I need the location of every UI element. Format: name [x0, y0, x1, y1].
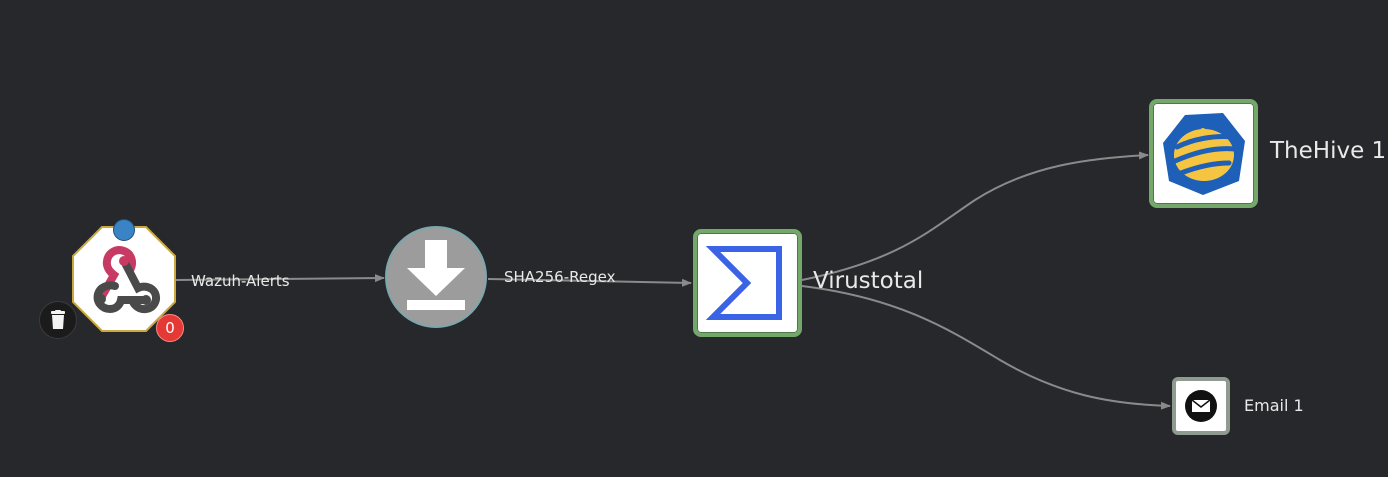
download-icon [407, 240, 465, 310]
edge-virustotal-to-thehive[interactable] [801, 151, 1149, 281]
sigma-icon [705, 246, 782, 320]
email-label: Email 1 [1244, 396, 1304, 415]
thehive-icon [1163, 113, 1245, 195]
thehive-label: TheHive 1 [1270, 138, 1387, 164]
trash-icon [51, 310, 65, 329]
webhook-trigger-node[interactable] [72, 226, 176, 332]
status-indicator [113, 219, 135, 241]
delete-button[interactable] [39, 301, 77, 339]
edge-label-sha256-regex: SHA256-Regex [504, 268, 616, 286]
envelope-icon [1185, 390, 1217, 422]
virustotal-node[interactable] [693, 229, 802, 337]
thehive-node[interactable] [1149, 99, 1258, 208]
sha256-regex-node[interactable] [385, 226, 487, 328]
edge-regex-to-virustotal[interactable] [487, 278, 692, 287]
edge-trigger-to-regex[interactable] [175, 274, 385, 283]
edge-label-wazuh-alerts: Wazuh-Alerts [191, 272, 290, 290]
virustotal-label: Virustotal [813, 268, 924, 294]
edge-virustotal-to-email[interactable] [801, 285, 1171, 410]
webhook-icon [72, 226, 176, 332]
execution-count-badge: 0 [156, 314, 184, 342]
email-node[interactable] [1172, 377, 1230, 435]
